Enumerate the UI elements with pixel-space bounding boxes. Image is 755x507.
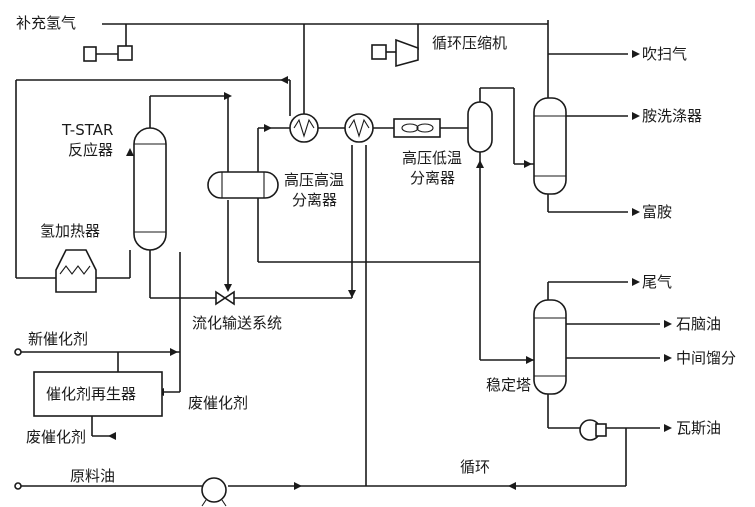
catalyst-regenerator	[33, 371, 163, 417]
arrow-feed-right	[294, 482, 302, 490]
label-feed-oil: 原料油	[70, 467, 115, 485]
hydrogen-heater	[55, 249, 97, 293]
arrow-up-cold-sep	[476, 160, 484, 168]
makeup-valve-assembly	[83, 45, 133, 62]
arrow-to-amine	[524, 160, 532, 168]
label-catalyst-regenerator: 催化剂再生器	[46, 385, 136, 403]
arrow-recycle-bottom	[508, 482, 516, 490]
label-fresh-catalyst: 新催化剂	[28, 330, 88, 348]
piping	[15, 20, 660, 487]
label-recycle: 循环	[460, 458, 490, 476]
arrow-reactor-outlet	[224, 92, 232, 100]
arrow-reactor-in	[126, 148, 134, 156]
arrow-rich-amine	[632, 208, 640, 216]
label-spent-catalyst-left: 废催化剂	[26, 428, 86, 446]
label-reactor-line2: 反应器	[68, 141, 113, 159]
label-hp-cold-sep-line1: 高压低温	[402, 149, 462, 167]
hp-cold-separator	[467, 101, 493, 153]
reactor-tstar	[133, 127, 167, 251]
arrow-to-stabilizer	[526, 356, 534, 364]
label-gas-oil: 瓦斯油	[676, 419, 721, 437]
heat-exchanger-1	[289, 113, 319, 143]
feed-pump	[201, 477, 227, 507]
label-amine-scrubber: 胺洗涤器	[642, 107, 702, 125]
arrow-spent-catalyst	[108, 432, 116, 440]
label-purge-gas: 吹扫气	[642, 45, 687, 63]
label-spent-catalyst-right: 废催化剂	[188, 394, 248, 412]
label-fluidized-transport: 流化输送系统	[192, 314, 282, 332]
label-stabilizer: 稳定塔	[486, 376, 531, 394]
arrow-to-exchanger	[264, 124, 272, 132]
arrow-down-transport	[224, 284, 232, 292]
label-recycle-compressor: 循环压缩机	[432, 34, 507, 52]
arrow-middle-distillate	[664, 354, 672, 362]
label-rich-amine: 富胺	[642, 203, 672, 221]
hp-hot-separator	[207, 171, 279, 199]
label-makeup-h2: 补充氢气	[16, 14, 76, 32]
label-naphtha: 石脑油	[676, 315, 721, 333]
recycle-compressor	[371, 38, 419, 68]
air-cooler	[393, 118, 441, 138]
transport-valve	[215, 290, 235, 306]
label-tail-gas: 尾气	[642, 273, 672, 291]
label-hp-cold-sep-line2: 分离器	[410, 169, 455, 187]
arrow-purge-gas	[632, 50, 640, 58]
amine-scrubber	[533, 97, 567, 195]
arrow-amine-scrubber	[632, 112, 640, 120]
arrow-tail-gas	[632, 278, 640, 286]
feed-oil-inlet	[14, 482, 22, 490]
gas-oil-pump	[579, 419, 607, 441]
arrow-down-transport-right	[348, 290, 356, 298]
label-hp-hot-sep-line1: 高压高温	[284, 171, 344, 189]
arrow-fresh-catalyst	[170, 348, 178, 356]
arrow-naphtha	[664, 320, 672, 328]
fresh-catalyst-inlet	[14, 348, 22, 356]
arrow-gas-oil	[664, 424, 672, 432]
label-hp-hot-sep-line2: 分离器	[292, 191, 337, 209]
stabilizer-column	[533, 299, 567, 395]
arrow-recycle-left	[280, 76, 288, 84]
label-h2-heater: 氢加热器	[40, 222, 100, 240]
heat-exchanger-2	[344, 113, 374, 143]
label-middle-distillate: 中间馏分	[676, 349, 736, 367]
label-reactor-line1: T-STAR	[61, 121, 113, 139]
